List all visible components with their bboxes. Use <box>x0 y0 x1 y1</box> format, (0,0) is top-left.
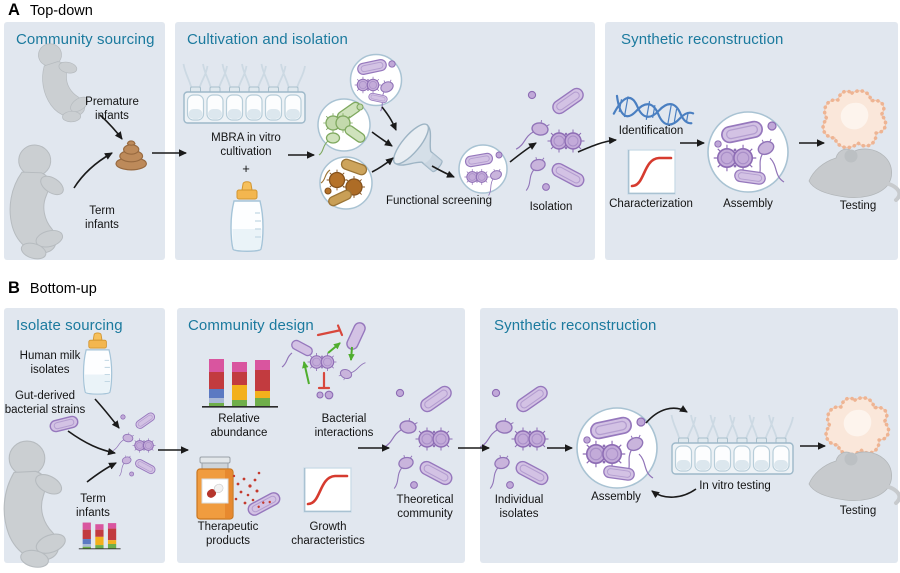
section-b-label: B Bottom-up <box>8 279 97 298</box>
title-community-design: Community design <box>188 317 314 334</box>
section-b-title: Bottom-up <box>29 281 97 297</box>
title-community-sourcing: Community sourcing <box>16 31 155 48</box>
title-isolate-sourcing: Isolate sourcing <box>16 317 123 334</box>
panel-isolate-sourcing <box>4 308 165 563</box>
label-assembly-a: Assembly <box>723 198 773 210</box>
section-a-title: Top-down <box>29 3 93 19</box>
label-plus: + <box>242 161 250 176</box>
label-bacterial-interactions: Bacterial interactions <box>314 413 374 440</box>
panel-synthetic-reconstruction-a <box>605 22 898 260</box>
panel-synthetic-reconstruction-b <box>480 308 898 563</box>
label-testing-b: Testing <box>839 505 877 517</box>
label-isolation: Isolation <box>529 201 573 213</box>
label-growth-characteristics: Growth characteristics <box>291 521 365 548</box>
section-a-label: A Top-down <box>8 1 93 20</box>
label-assembly-b: Assembly <box>591 491 641 503</box>
section-a-letter: A <box>8 1 20 19</box>
label-mbra-cultivation: MBRA in vitro cultivation <box>211 132 281 159</box>
label-gut-derived-strains: Gut-derived bacterial strains <box>4 390 86 417</box>
title-cultivation-isolation: Cultivation and isolation <box>187 31 348 48</box>
label-individual-isolates: Individual isolates <box>494 494 544 521</box>
label-invitro-testing: In vitro testing <box>699 480 771 492</box>
label-term-infants-a: Term infants <box>85 205 119 232</box>
label-functional-screening: Functional screening <box>385 195 493 207</box>
label-relative-abundance: Relative abundance <box>210 413 268 440</box>
label-therapeutic-products: Therapeutic products <box>197 521 259 548</box>
label-premature-infants: Premature infants <box>85 96 139 123</box>
label-identification: Identification <box>618 125 684 137</box>
label-human-milk-isolates: Human milk isolates <box>19 350 81 377</box>
label-testing-a: Testing <box>839 200 877 212</box>
title-synthetic-reconstruction-a: Synthetic reconstruction <box>621 31 784 48</box>
title-synthetic-reconstruction-b: Synthetic reconstruction <box>494 317 657 334</box>
label-term-infants-b: Term infants <box>76 493 110 520</box>
section-b-letter: B <box>8 279 20 297</box>
label-characterization: Characterization <box>609 198 693 210</box>
label-theoretical-community: Theoretical community <box>396 494 454 521</box>
